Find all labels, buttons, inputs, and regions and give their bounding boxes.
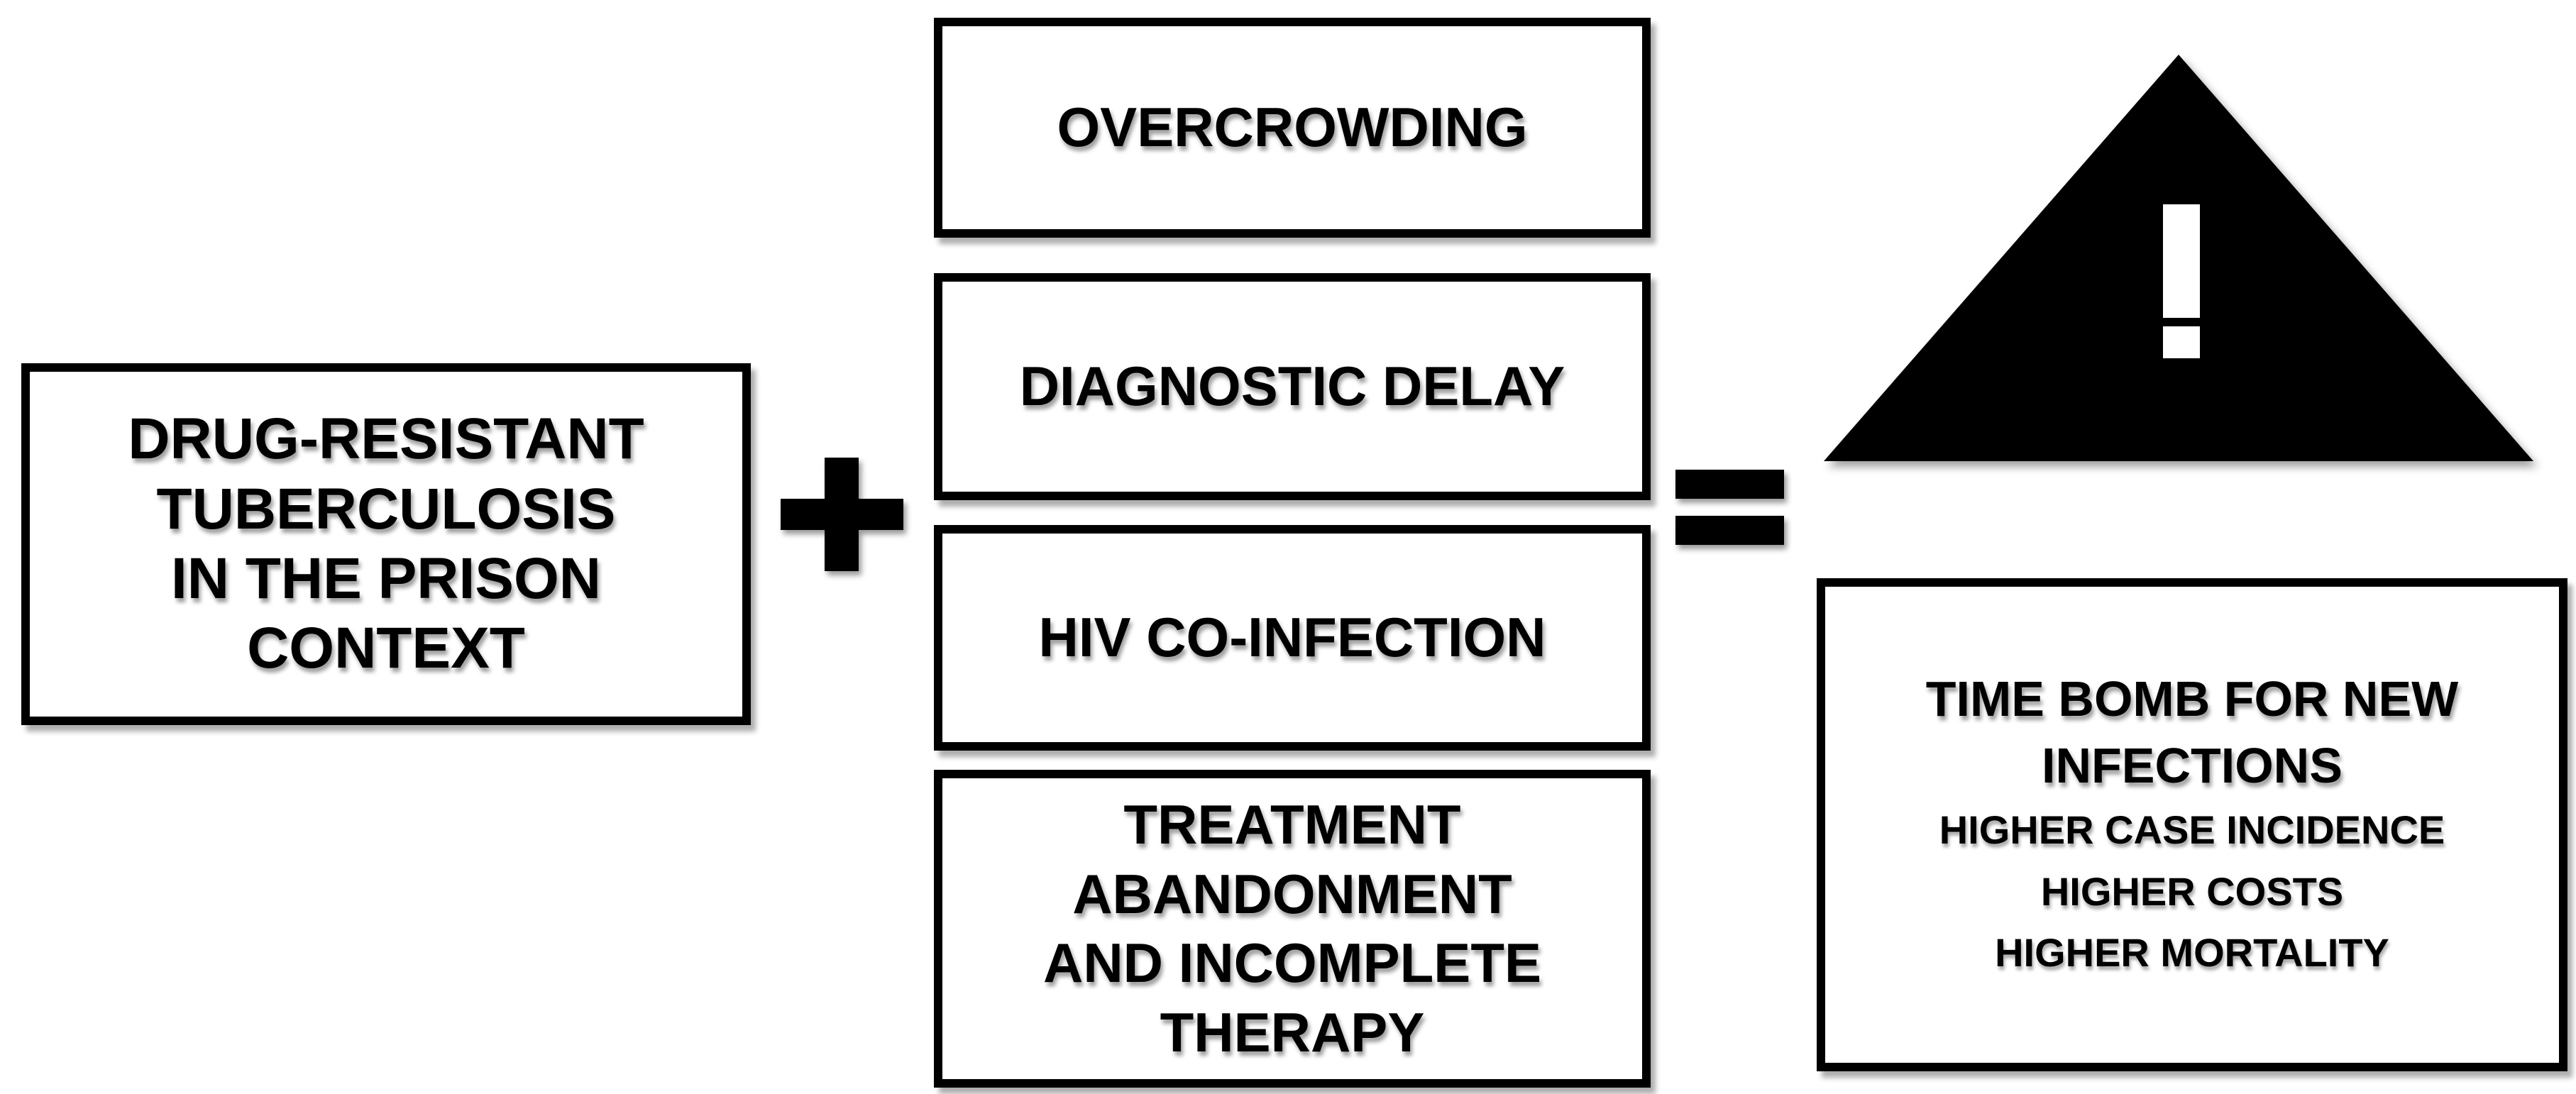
exclamation-icon	[2163, 204, 2200, 358]
plus-icon-horizontal-bar	[781, 499, 903, 530]
factor-box-diagnostic-delay: DIAGNOSTIC DELAY	[934, 273, 1651, 500]
exclamation-dot	[2163, 326, 2200, 358]
plus-icon	[781, 458, 903, 571]
factor-label: OVERCROWDING	[1057, 96, 1528, 159]
exclamation-bar	[2163, 204, 2200, 318]
equals-icon	[1675, 470, 1784, 545]
result-item-higher-case-incidence: HIGHER CASE INCIDENCE	[1939, 807, 2445, 852]
factor-label: TREATMENT ABANDONMENT AND INCOMPLETE THE…	[1043, 793, 1541, 1063]
factor-box-hiv-co-infection: HIV CO-INFECTION	[934, 525, 1651, 751]
result-item-higher-mortality: HIGHER MORTALITY	[1995, 930, 2389, 976]
time-bomb-result-box: TIME BOMB FOR NEW INFECTIONS HIGHER CASE…	[1817, 578, 2567, 1071]
factor-label: DIAGNOSTIC DELAY	[1019, 355, 1565, 418]
factor-box-treatment-abandonment: TREATMENT ABANDONMENT AND INCOMPLETE THE…	[934, 770, 1651, 1088]
factor-box-overcrowding: OVERCROWDING	[934, 18, 1651, 238]
factor-label: HIV CO-INFECTION	[1038, 606, 1546, 669]
result-item-higher-costs: HIGHER COSTS	[2040, 868, 2344, 914]
equals-icon-top-bar	[1675, 470, 1784, 499]
drug-resistant-tb-box: DRUG-RESISTANT TUBERCULOSIS IN THE PRISO…	[21, 363, 751, 725]
equals-icon-bottom-bar	[1675, 516, 1784, 545]
time-bomb-title: TIME BOMB FOR NEW INFECTIONS	[1925, 670, 2459, 794]
drug-resistant-tb-label: DRUG-RESISTANT TUBERCULOSIS IN THE PRISO…	[128, 407, 644, 681]
